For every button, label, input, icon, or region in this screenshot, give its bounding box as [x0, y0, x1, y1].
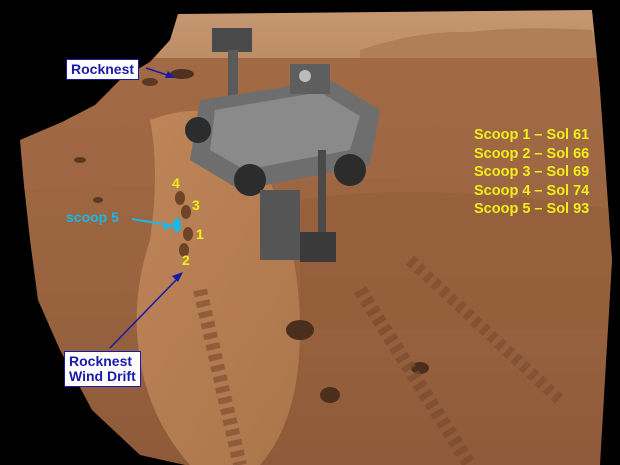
scoop5-label: scoop 5 [66, 209, 119, 225]
rocknest-label: Rocknest [66, 59, 140, 80]
annotation-arrows [109, 67, 183, 349]
scoop-number-3: 3 [192, 197, 200, 213]
scoop-number-2: 2 [182, 252, 190, 268]
wind-drift-label-line1: Rocknest [69, 353, 133, 369]
legend-item: Scoop 2 – Sol 66 [474, 145, 590, 162]
legend-item: Scoop 4 – Sol 74 [474, 182, 590, 199]
scoop-mark [183, 227, 193, 241]
rocknest-wind-drift-label: Rocknest Wind Drift [64, 351, 141, 387]
scoop-number-4: 4 [172, 175, 180, 191]
scoop-mark [181, 205, 191, 219]
scoop-mark [179, 243, 189, 257]
scoop-5-marker [173, 218, 181, 232]
legend-item: Scoop 3 – Sol 69 [474, 164, 590, 180]
legend-item: Scoop 1 – Sol 61 [474, 127, 590, 143]
scoop-mark [175, 191, 185, 205]
wind-drift-label-line2: Wind Drift [69, 368, 136, 384]
rover [185, 28, 380, 262]
scoop-number-1: 1 [196, 226, 204, 242]
scoop-legend: Scoop 1 – Sol 61 Scoop 2 – Sol 66 Scoop … [474, 126, 589, 219]
legend-item: Scoop 5 – Sol 93 [474, 201, 590, 217]
